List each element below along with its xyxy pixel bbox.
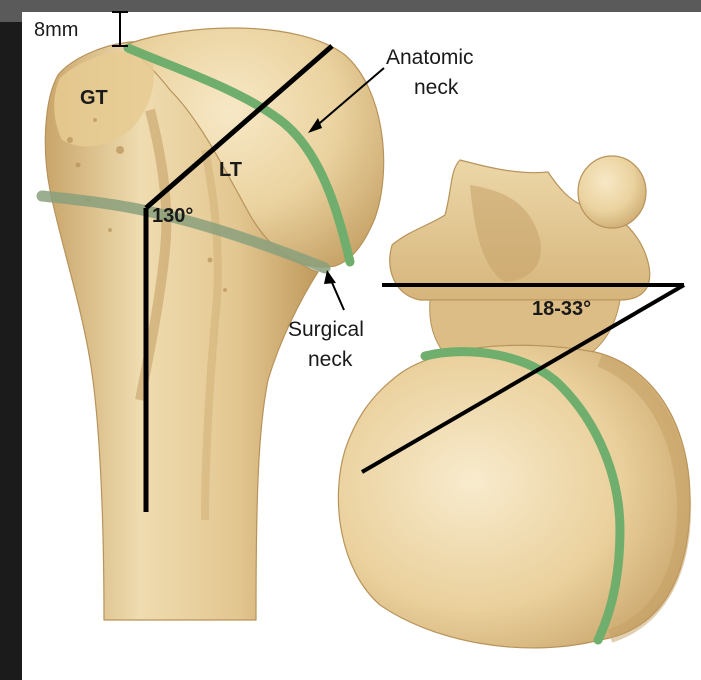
label-surgical-neck-line1: Surgical (288, 318, 364, 341)
label-anatomic-neck-line1: Anatomic (386, 46, 474, 69)
label-8mm: 8mm (34, 19, 78, 41)
label-gt: GT (80, 87, 108, 109)
label-lt: LT (219, 159, 242, 181)
coracoid-knob (578, 156, 646, 228)
label-anatomic-neck-line2: neck (414, 76, 459, 99)
label-retroversion-angle: 18-33° (532, 298, 591, 320)
label-surgical-neck-line2: neck (308, 348, 353, 371)
label-neck-shaft-angle: 130° (152, 205, 193, 227)
